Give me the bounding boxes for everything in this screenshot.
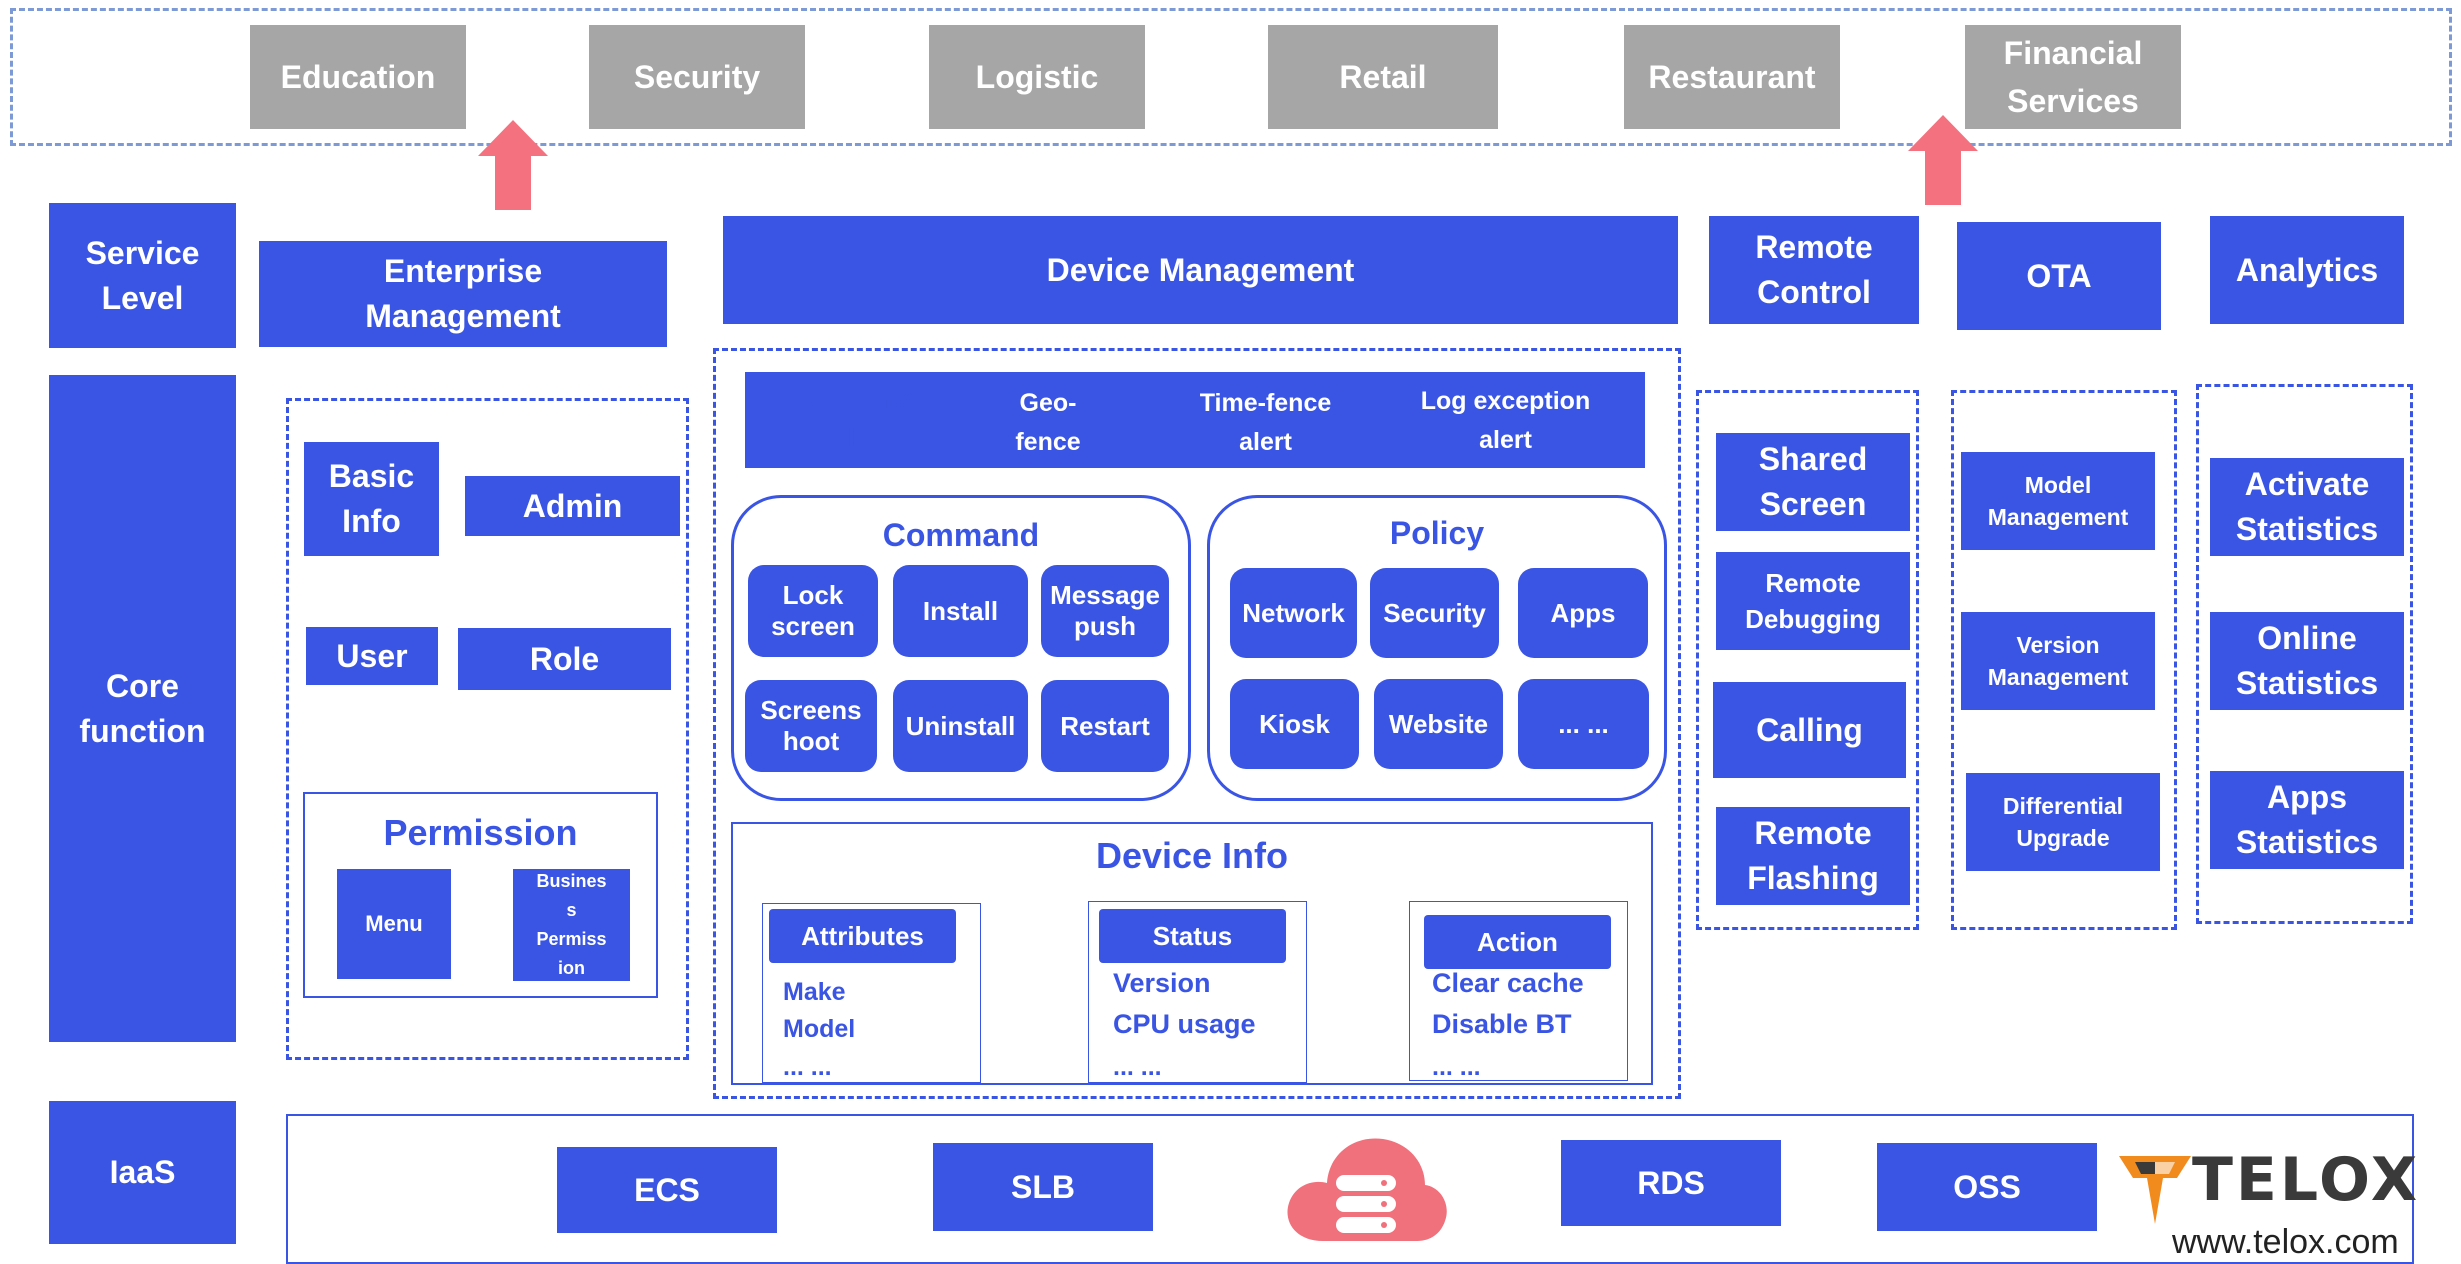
analytics-section [2196,384,2413,924]
iaas-oss: OSS [1877,1143,2097,1231]
remote-control-header: Remote Control [1709,216,1919,324]
command-restart: Restart [1041,680,1169,772]
device-section [713,348,1681,1099]
combined-policy-label: Combined Policy [798,385,921,452]
status-item: CPU usage [1113,1009,1256,1039]
brand-url: www.telox.com [2172,1223,2399,1261]
enterprise-management-header: Enterprise Management [259,241,667,347]
attributes-header: Attributes [769,909,956,963]
command-lock-screen: Lock screen [748,565,878,657]
policy-network: Network [1230,568,1357,658]
iaas-rds: RDS [1561,1140,1781,1226]
industry-logistic: Logistic [929,25,1145,129]
industry-financial-services: Financial Services [1965,25,2181,129]
policy-more: ... ... [1518,679,1649,769]
command-panel [731,495,1191,801]
status-item: ... ... [1113,1053,1162,1081]
basic-info-box: Basic Info [304,442,439,556]
command-screenshot: Screens hoot [745,680,877,772]
time-fence-alert-label: Time-fence alert [1199,389,1332,456]
row-label-iaas: IaaS [49,1101,236,1244]
remote-shared-screen: Shared Screen [1716,433,1910,531]
permission-title: Permission [383,812,578,853]
arrow-up-icon [1908,115,1978,205]
command-uninstall: Uninstall [893,680,1028,772]
telox-logo-icon [2119,1156,2191,1224]
policy-panel [1207,495,1667,801]
ota-version-management: Version Management [1961,612,2155,710]
remote-calling: Calling [1713,682,1906,778]
attribute-item: Model [783,1015,856,1043]
enterprise-section [286,398,689,1060]
device-management-header: Device Management [723,216,1678,324]
analytics-activate-statistics: Activate Statistics [2210,458,2404,556]
business-permission-box: Busines s Permiss ion [513,869,630,981]
device-info-panel [731,822,1653,1085]
role-box: Role [458,628,671,690]
ota-differential-upgrade: Differential Upgrade [1966,773,2160,871]
iaas-slb: SLB [933,1143,1153,1231]
command-message-push: Message push [1041,565,1169,657]
admin-box: Admin [465,476,680,536]
row-label-core-function: Core function [49,375,236,1042]
row-label-service-level: Service Level [49,203,236,348]
policy-kiosk: Kiosk [1230,679,1359,769]
policy-website: Website [1374,679,1503,769]
industry-security: Security [589,25,805,129]
ota-model-management: Model Management [1961,452,2155,550]
status-item: Version [1113,968,1211,998]
action-item: Disable BT [1432,1009,1572,1039]
menu-box: Menu [337,869,451,979]
attribute-item: Make [783,978,846,1006]
action-item: Clear cache [1432,968,1584,998]
attributes-card [762,903,981,1083]
industries-band [10,8,2452,146]
permission-panel [303,792,658,998]
remote-section [1696,390,1919,930]
command-install: Install [893,565,1028,657]
status-card [1088,901,1307,1083]
cloud-server-icon [1287,1138,1447,1241]
user-box: User [306,627,438,685]
remote-flashing: Remote Flashing [1716,807,1910,905]
analytics-apps-statistics: Apps Statistics [2210,771,2404,869]
ota-header: OTA [1957,222,2161,330]
ota-section [1951,390,2177,930]
policy-title: Policy [1389,515,1485,551]
analytics-online-statistics: Online Statistics [2210,612,2404,710]
analytics-header: Analytics [2210,216,2404,324]
industry-restaurant: Restaurant [1624,25,1840,129]
remote-debugging: Remote Debugging [1716,552,1910,650]
log-exception-alert-label: Log exception alert [1420,387,1591,454]
action-item: ... ... [1432,1053,1481,1081]
status-header: Status [1099,909,1286,963]
iaas-ecs: ECS [557,1147,777,1233]
device-info-title: Device Info [1095,835,1289,876]
action-header: Action [1424,915,1611,969]
alerts-bar [745,372,1645,468]
arrow-up-icon [478,120,548,210]
action-card [1409,901,1628,1081]
policy-security: Security [1370,568,1499,658]
policy-apps: Apps [1518,568,1648,658]
industry-education: Education [250,25,466,129]
geo-fence-alert-label: Geo-fence alert [1015,389,1081,495]
command-title: Command [882,517,1040,553]
brand-name: TELOX [2192,1145,2421,1215]
attribute-item: ... ... [783,1053,832,1081]
industry-retail: Retail [1268,25,1498,129]
